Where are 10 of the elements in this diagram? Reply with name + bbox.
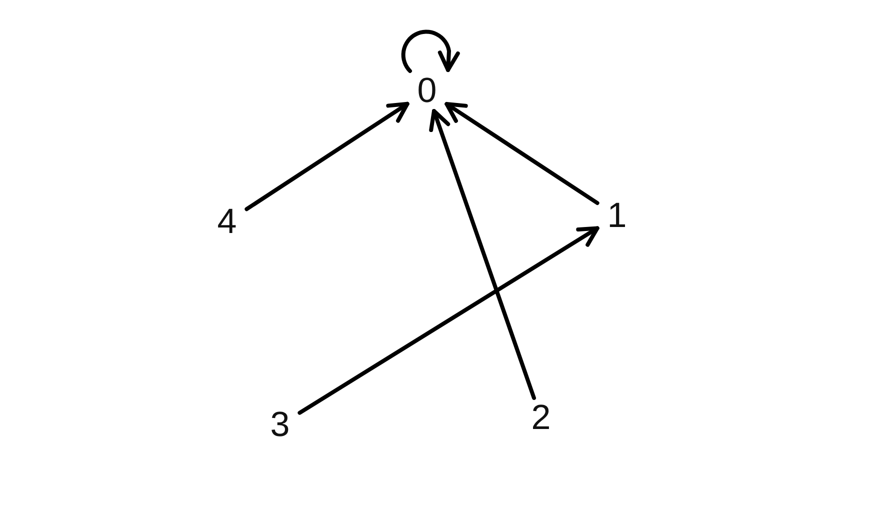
- arrow: [298, 226, 600, 415]
- arrow: [244, 102, 410, 212]
- node-label: 4: [207, 202, 247, 242]
- node-label: 1: [597, 196, 637, 236]
- arrow: [429, 109, 536, 400]
- node-label: 3: [260, 405, 300, 445]
- self-loop-arrow: [401, 30, 460, 73]
- arrow: [444, 102, 600, 205]
- node-label: 0: [407, 71, 447, 111]
- node-label: 2: [521, 398, 561, 438]
